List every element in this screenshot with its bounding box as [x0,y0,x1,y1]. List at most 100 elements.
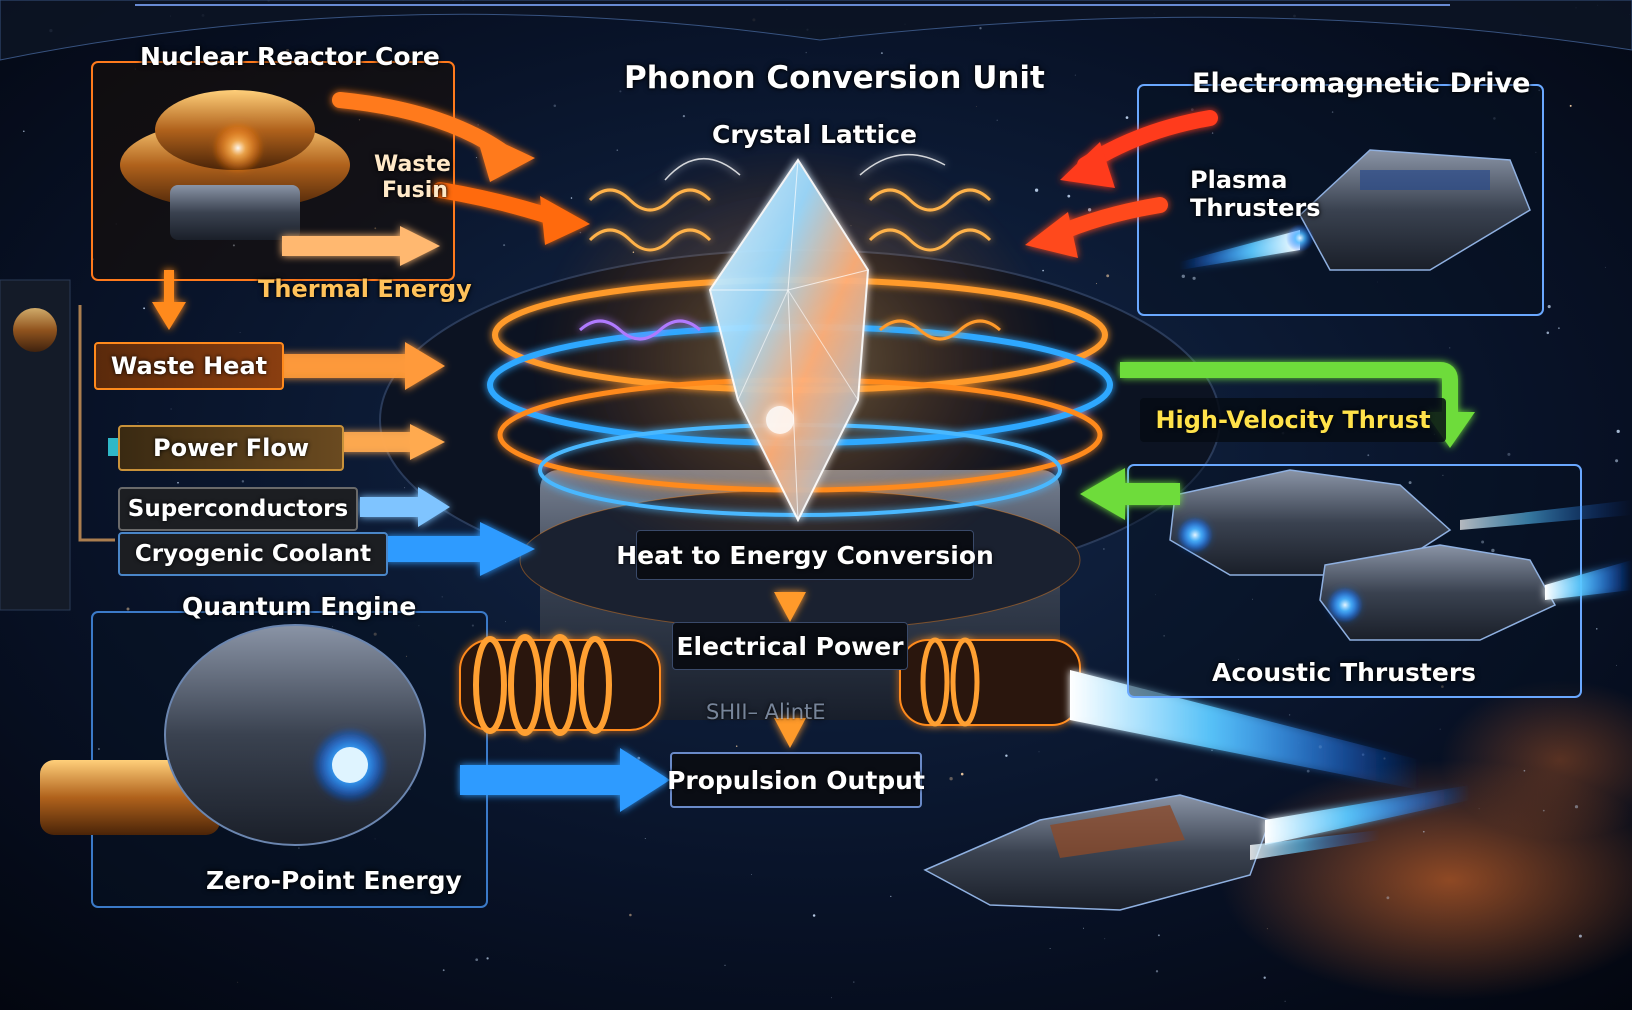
star [1155,970,1159,973]
phonon-conversion-unit-title: Phonon Conversion Unit [624,60,1045,96]
arrow-head [540,196,590,245]
star [853,981,855,983]
star [442,969,445,972]
thermal-energy-label: Thermal Energy [258,275,472,303]
star [1542,809,1545,812]
star [724,964,726,966]
star [751,873,752,875]
arrow-head [475,130,535,182]
phonon-wave [868,228,992,252]
cryogenic-coolant-label: Cryogenic Coolant [118,532,388,576]
star [1238,658,1239,660]
star [1478,808,1480,810]
star [1442,474,1444,477]
star [805,51,807,54]
star [285,48,290,53]
star [486,957,489,960]
quantum-engine-title: Quantum Engine [182,592,417,621]
arrow-head [152,302,186,330]
crystal-lattice-gem [708,158,870,523]
star [1493,117,1496,120]
electromagnetic-drive-title: Electromagnetic Drive [1192,68,1531,99]
flow-arrow [282,236,402,256]
star [1615,664,1618,666]
star [1422,830,1425,833]
flow-arrow [164,270,174,305]
star [1181,274,1185,278]
quantum-engine-machine [40,611,488,908]
star [1574,805,1579,809]
star [1125,116,1129,119]
em-drive-flow-arrows [1025,110,1218,258]
star [404,487,406,489]
star [1491,548,1495,553]
star [1596,628,1598,630]
star [1546,331,1550,335]
crystal-lattice-label: Crystal Lattice [712,120,917,149]
star [1604,266,1606,268]
star [237,981,239,983]
star [1042,269,1044,272]
star [1266,928,1268,930]
energy-conduit-coils [459,634,1081,736]
phonon-wave [588,228,712,252]
star [824,77,828,81]
star [1034,188,1039,192]
star [1569,104,1572,107]
star [170,408,172,410]
port-indicator [108,438,118,456]
nuclear-reactor-core-title: Nuclear Reactor Core [140,42,440,71]
waste-fusin-label-line2: Fusin [382,178,448,203]
flow-arrow [360,497,420,517]
star [616,149,619,151]
star [1284,1000,1286,1002]
star [1331,111,1334,113]
electromagnetic-drive-ship [1137,84,1544,316]
flow-arrow [460,765,625,795]
star [1439,728,1441,730]
star [1087,208,1092,212]
star [1083,927,1085,929]
blue-beam [1070,670,1420,790]
star [1615,459,1619,463]
star [23,130,25,133]
star [1481,540,1485,544]
star [1263,976,1266,979]
phonon-wave [578,319,702,341]
star [241,480,245,483]
star [146,47,149,49]
star [1252,598,1253,600]
star [505,621,506,623]
star [960,772,964,776]
star [1157,934,1160,937]
star [975,106,977,107]
star [1049,948,1051,949]
star [1211,132,1214,134]
star [1557,327,1560,330]
star [1192,276,1196,280]
flow-arrow [280,354,405,378]
star [1190,108,1194,111]
flow-arrow [1120,362,1458,415]
superconductors-label: Superconductors [118,487,358,531]
star [637,756,641,760]
phonon-wave [588,188,712,212]
down-arrow-icon [774,718,806,748]
star [1288,714,1291,716]
plasma-thrusters-label-line1: Plasma [1190,166,1288,194]
star [126,607,130,611]
star [629,913,632,917]
star [1547,305,1551,309]
arrow-head [1060,142,1115,188]
star [1452,677,1455,680]
star [1095,283,1098,285]
arrow-head [1025,212,1078,258]
star [503,244,506,247]
star [570,197,573,199]
star [830,997,832,999]
phonon-wave [878,319,1002,341]
arrow-head [418,487,450,527]
star [1408,481,1412,485]
